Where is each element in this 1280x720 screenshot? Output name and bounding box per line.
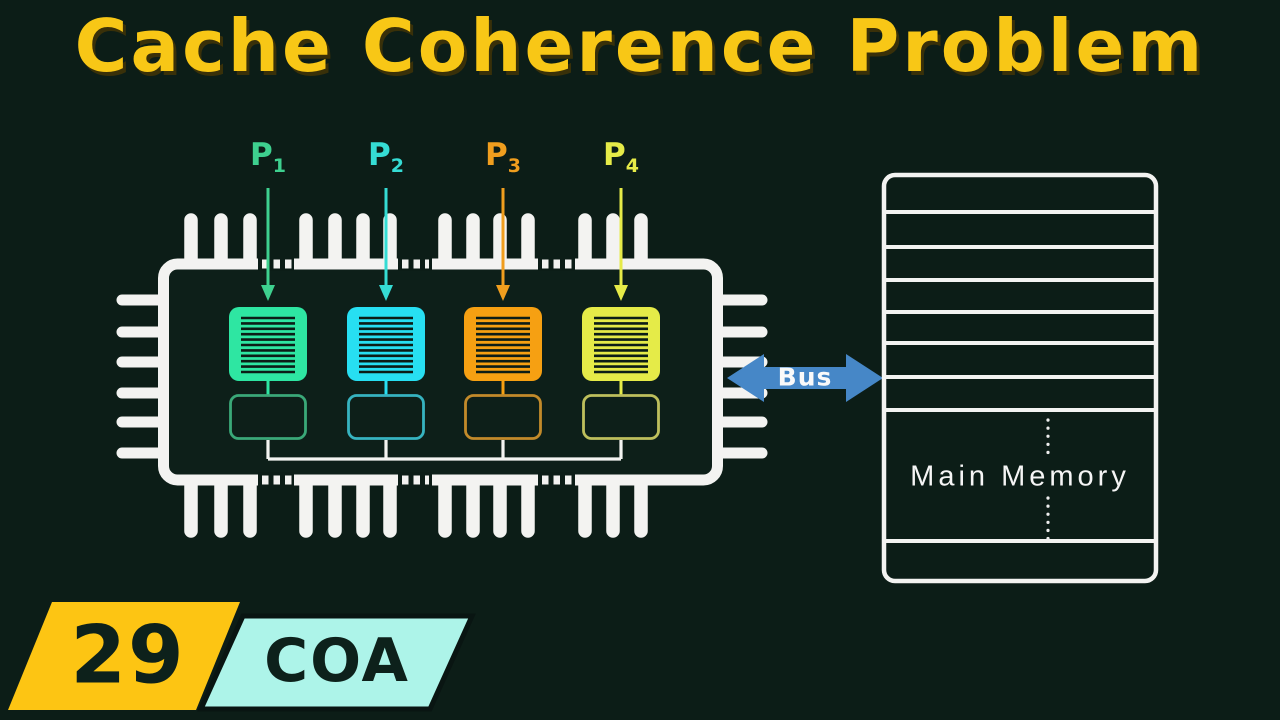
course-badge	[197, 613, 476, 712]
chip-pins-right-icon	[711, 294, 768, 459]
processor-core-icon	[229, 307, 307, 381]
processor-core-icon	[582, 307, 660, 381]
processor-core-icon	[464, 307, 542, 381]
chip-pins-left-icon	[116, 294, 170, 459]
main-memory-row-lines	[884, 210, 1156, 543]
p3-arrow-icon	[496, 188, 510, 301]
p4-arrow-icon	[614, 188, 628, 301]
episode-badge	[8, 602, 240, 710]
bus-arrow-icon	[727, 354, 883, 402]
cpu-chip	[116, 213, 768, 538]
main-memory	[881, 172, 1159, 584]
processor-unit-3	[464, 307, 542, 395]
chip-pins-bottom-icon	[184, 475, 648, 538]
processor-unit-2	[347, 307, 425, 395]
internal-bus-lines	[266, 440, 623, 461]
chip-pins-top-icon	[184, 213, 648, 269]
processor-unit-1	[229, 307, 307, 395]
p1-arrow-icon	[261, 188, 275, 301]
processor-unit-4	[582, 307, 660, 395]
p2-arrow-icon	[379, 188, 393, 301]
processor-core-icon	[347, 307, 425, 381]
